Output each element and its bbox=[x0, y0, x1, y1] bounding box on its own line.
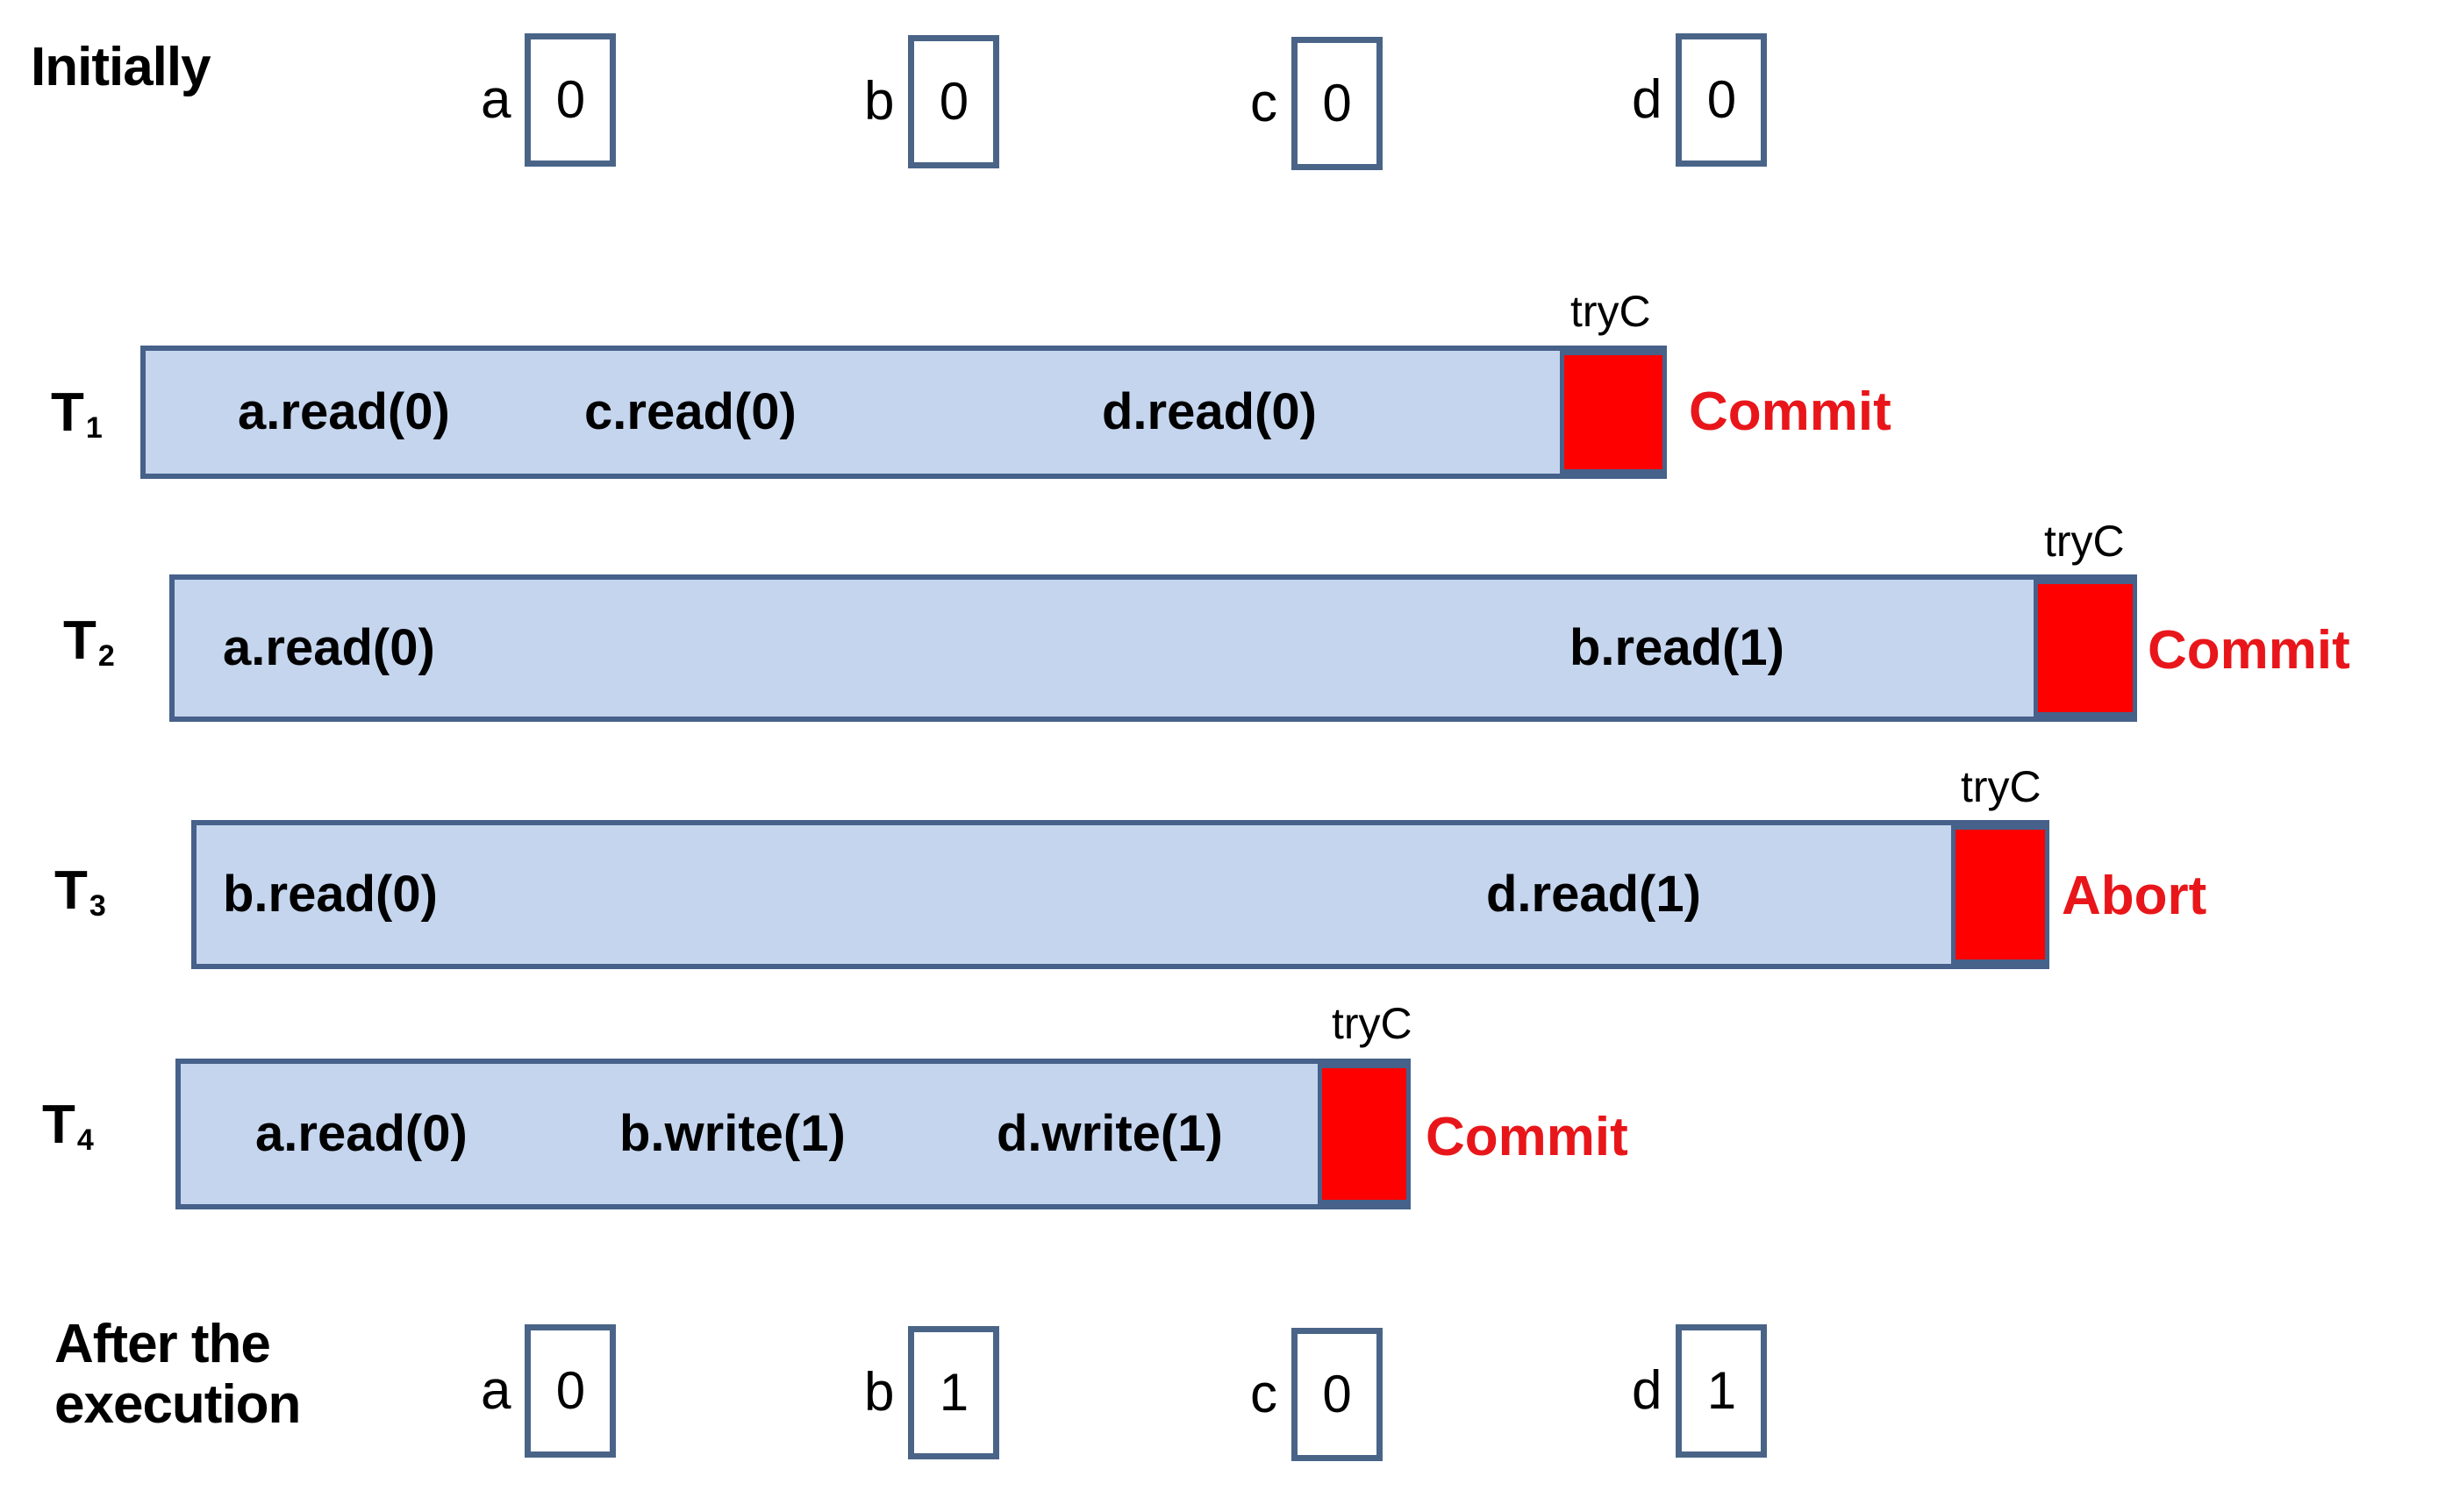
final-variable-value-a: 0 bbox=[555, 1361, 586, 1420]
final-variable-box-c: 0 bbox=[1291, 1328, 1383, 1461]
trycommit-label-t1: tryC bbox=[1570, 287, 1651, 336]
variable-name-c: c bbox=[1250, 73, 1277, 133]
transaction-id-t4: T bbox=[42, 1095, 75, 1155]
trycommit-label-t4: tryC bbox=[1332, 999, 1412, 1048]
operation-t3-0: b.read(0) bbox=[223, 866, 438, 923]
variable-box-b: 0 bbox=[908, 35, 1000, 168]
trycommit-box-t2[interactable] bbox=[2034, 580, 2137, 717]
final-variable-a: a 0 bbox=[481, 1324, 617, 1458]
operation-t1-2: d.read(0) bbox=[1102, 383, 1317, 440]
operation-t4-1: b.write(1) bbox=[619, 1105, 846, 1162]
transaction-index-t4: 4 bbox=[76, 1123, 94, 1157]
transaction-id-t3: T bbox=[54, 860, 88, 921]
transaction-id-t1: T bbox=[51, 382, 84, 443]
initial-state-label: Initially bbox=[31, 37, 211, 97]
initial-variable-d: d 0 bbox=[1632, 33, 1768, 167]
transaction-label-t2: T2 bbox=[63, 614, 115, 672]
final-variable-name-c: c bbox=[1250, 1364, 1277, 1424]
transaction-index-t3: 3 bbox=[89, 889, 106, 923]
transaction-label-t3: T3 bbox=[54, 864, 106, 922]
operation-t1-1: c.read(0) bbox=[584, 383, 797, 440]
variable-box-d: 0 bbox=[1676, 33, 1768, 167]
transaction-bar-t2[interactable]: a.read(0) b.read(1) bbox=[169, 574, 2137, 722]
final-variable-c: c 0 bbox=[1250, 1328, 1383, 1461]
outcome-t1: Commit bbox=[1689, 382, 1891, 442]
operation-t4-2: d.write(1) bbox=[997, 1105, 1223, 1162]
final-variable-box-a: 0 bbox=[525, 1324, 617, 1458]
variable-box-a: 0 bbox=[525, 33, 617, 167]
final-variable-box-d: 1 bbox=[1676, 1324, 1768, 1458]
transaction-bar-t3[interactable]: b.read(0) d.read(1) bbox=[191, 820, 2049, 969]
final-variable-d: d 1 bbox=[1632, 1324, 1768, 1458]
outcome-t2: Commit bbox=[2148, 620, 2350, 681]
transaction-label-t4: T4 bbox=[42, 1095, 94, 1156]
trycommit-box-t4[interactable] bbox=[1318, 1064, 1411, 1204]
variable-value-b: 0 bbox=[939, 72, 969, 131]
final-variable-value-d: 1 bbox=[1706, 1361, 1737, 1420]
outcome-t3: Abort bbox=[2062, 866, 2207, 926]
initial-variable-a: a 0 bbox=[481, 33, 617, 167]
operation-t4-0: a.read(0) bbox=[255, 1105, 468, 1162]
variable-value-c: 0 bbox=[1322, 74, 1352, 132]
initial-variable-c: c 0 bbox=[1250, 37, 1383, 170]
variable-value-d: 0 bbox=[1706, 70, 1737, 129]
final-variable-value-b: 1 bbox=[939, 1363, 969, 1422]
operation-t3-1: d.read(1) bbox=[1486, 866, 1701, 923]
final-variable-box-b: 1 bbox=[908, 1326, 1000, 1459]
trycommit-label-t3: tryC bbox=[1961, 762, 2041, 811]
final-variable-value-c: 0 bbox=[1322, 1365, 1352, 1423]
variable-name-b: b bbox=[864, 71, 895, 132]
operation-t2-1: b.read(1) bbox=[1569, 619, 1784, 676]
initial-variable-b: b 0 bbox=[864, 35, 1000, 168]
transaction-bar-t4[interactable]: a.read(0) b.write(1) d.write(1) bbox=[175, 1059, 1411, 1209]
trycommit-box-t1[interactable] bbox=[1560, 351, 1667, 474]
variable-name-d: d bbox=[1632, 69, 1662, 130]
transaction-index-t1: 1 bbox=[85, 411, 103, 445]
outcome-t4: Commit bbox=[1426, 1107, 1628, 1167]
final-variable-b: b 1 bbox=[864, 1326, 1000, 1459]
trycommit-box-t3[interactable] bbox=[1951, 825, 2049, 964]
operation-t1-0: a.read(0) bbox=[238, 383, 450, 440]
final-variable-name-a: a bbox=[481, 1360, 511, 1421]
variable-box-c: 0 bbox=[1291, 37, 1383, 170]
operation-t2-0: a.read(0) bbox=[223, 619, 435, 676]
final-variable-name-b: b bbox=[864, 1362, 895, 1423]
final-state-label: After the execution bbox=[54, 1314, 301, 1436]
transaction-index-t2: 2 bbox=[97, 639, 115, 673]
variable-name-a: a bbox=[481, 69, 511, 130]
transaction-label-t1: T1 bbox=[51, 386, 103, 444]
transaction-bar-t1[interactable]: a.read(0) c.read(0) d.read(0) bbox=[140, 346, 1667, 479]
final-variable-name-d: d bbox=[1632, 1360, 1662, 1421]
variable-value-a: 0 bbox=[555, 70, 586, 129]
trycommit-label-t2: tryC bbox=[2044, 517, 2125, 566]
transaction-id-t2: T bbox=[63, 610, 97, 671]
